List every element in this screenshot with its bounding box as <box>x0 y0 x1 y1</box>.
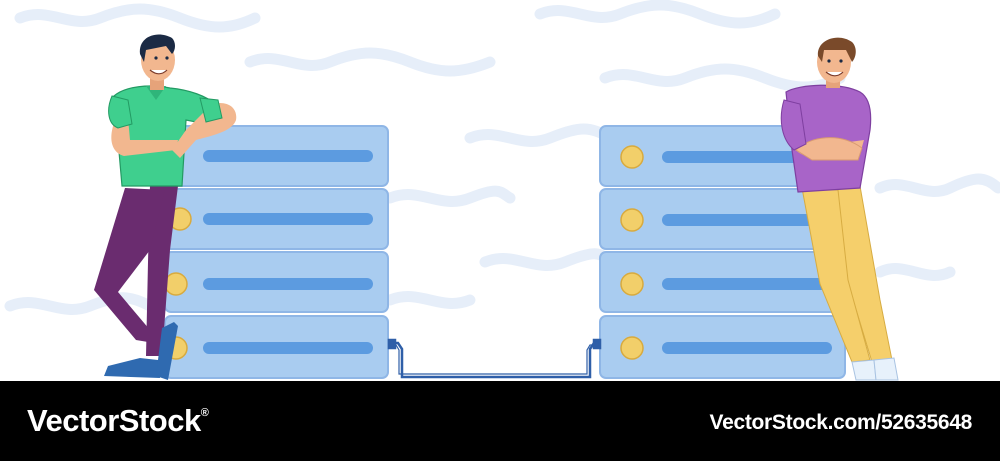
status-led-icon <box>164 272 188 296</box>
brand-name: VectorStock <box>27 403 201 438</box>
server-unit <box>164 315 389 379</box>
left-person <box>94 34 237 380</box>
watermark-footer: VectorStock® VectorStock.com/52635648 <box>0 381 1000 461</box>
status-led-icon <box>620 208 644 232</box>
server-unit <box>599 315 846 379</box>
status-led-icon <box>620 336 644 360</box>
status-led-icon <box>620 145 644 169</box>
server-unit <box>599 188 846 250</box>
network-cable <box>387 338 602 379</box>
status-led-icon <box>620 272 644 296</box>
server-unit <box>599 251 846 313</box>
right-person <box>780 37 899 381</box>
server-unit <box>164 188 389 250</box>
image-reference: VectorStock.com/52635648 <box>709 411 973 434</box>
background-waves <box>4 0 1000 315</box>
server-unit <box>164 251 389 313</box>
right-server-rack <box>599 125 846 379</box>
server-unit <box>599 125 846 187</box>
left-server-rack <box>164 125 389 379</box>
brand-wordmark: VectorStock® <box>27 403 209 439</box>
illustration-scene <box>4 0 1000 381</box>
registered-mark: ® <box>200 407 209 419</box>
